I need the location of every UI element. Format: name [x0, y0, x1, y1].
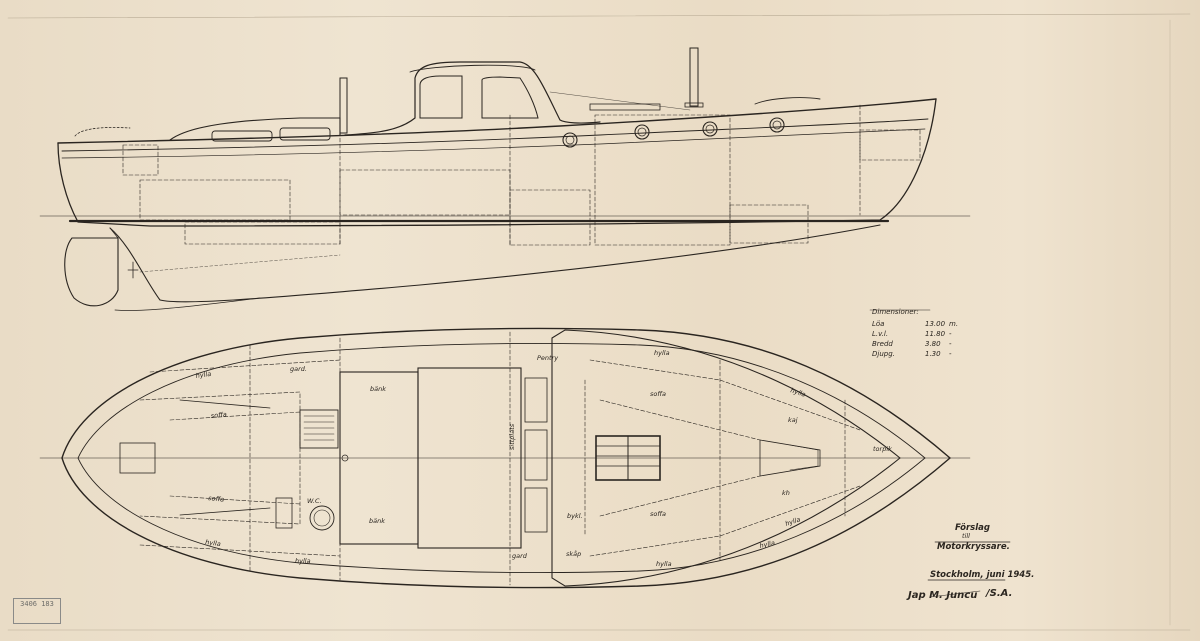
- side-elevation: [39, 47, 971, 311]
- label-bank: bänk: [369, 517, 385, 525]
- label-soffa: soffa: [210, 410, 227, 420]
- dimension-unit: -: [949, 330, 952, 338]
- label-skap: skåp: [566, 549, 581, 558]
- label-bank: bänk: [370, 385, 386, 393]
- label-pentry: Pentry: [537, 354, 558, 362]
- dimension-unit: -: [949, 340, 952, 348]
- label-hylla: hylla: [656, 560, 672, 568]
- dimension-label: Bredd: [872, 340, 893, 348]
- dimension-unit: -: [949, 350, 952, 358]
- label-kaj: kaj: [788, 416, 798, 424]
- label-torpik: torpik: [873, 445, 892, 453]
- label-hylla: hylla: [205, 538, 222, 548]
- title-line-2: till: [962, 532, 970, 540]
- title-line-1: Förslag: [955, 523, 990, 533]
- place-date: Stockholm, juni 1945.: [930, 570, 1034, 580]
- label-kh: kh: [782, 489, 790, 497]
- label-soffa: soffa: [650, 390, 666, 398]
- dimension-value: 1.30: [925, 350, 941, 358]
- dimension-value: 11.80: [925, 330, 946, 338]
- dimension-value: 13.00: [925, 320, 946, 328]
- dimension-label: Djupg.: [872, 350, 895, 358]
- archive-stamp-text: 3406 183: [20, 600, 54, 608]
- label-gard: gard.: [290, 365, 307, 373]
- signature-suffix: /S.A.: [985, 588, 1012, 599]
- label-hylla: hylla: [295, 557, 311, 565]
- label-soffa: soffa: [208, 494, 225, 504]
- label-gard: gard: [512, 552, 528, 560]
- dimension-label: L.v.l.: [872, 330, 888, 338]
- title-line-3: Motorkryssare.: [937, 542, 1010, 552]
- label-hylla: hylla: [654, 349, 670, 357]
- dimensions-title: Dimensioner:: [872, 308, 919, 316]
- label-sittplats: sittplats: [508, 423, 516, 450]
- label-hylla: hylla: [789, 386, 806, 398]
- label-bykl: bykl.: [567, 512, 583, 520]
- signature: Jap M. Juncu: [906, 590, 977, 601]
- dimension-value: 3.80: [925, 340, 941, 348]
- dimensions-block: Dimensioner: Löa 13.00 m. L.v.l. 11.80 -…: [872, 308, 958, 358]
- label-soffa: soffa: [650, 510, 666, 518]
- dimension-label: Löa: [872, 320, 884, 328]
- plan-labels: hylla gard. bänk Pentry hylla soffa soff…: [195, 349, 892, 568]
- title-block: Förslag till Motorkryssare. Stockholm, j…: [906, 523, 1034, 601]
- label-wc: W.C.: [307, 497, 322, 505]
- plan-view: [39, 327, 971, 589]
- label-hylla: hylla: [759, 539, 776, 550]
- label-hylla: hylla: [784, 515, 801, 527]
- label-hylla: hylla: [195, 370, 212, 380]
- dimension-unit: m.: [949, 320, 958, 328]
- archive-stamp: 3406 183: [13, 598, 61, 624]
